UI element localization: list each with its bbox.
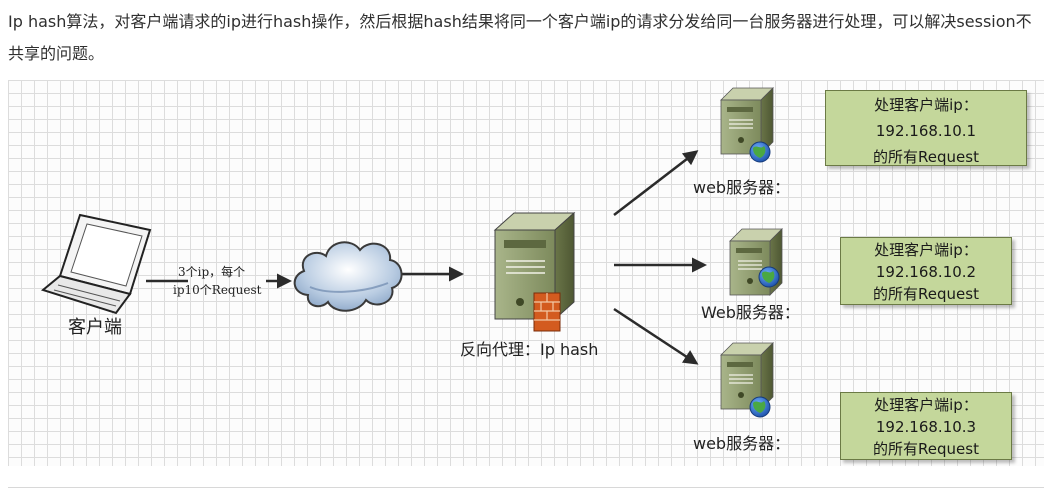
server-label-2: Web服务器：: [701, 303, 800, 322]
note-title: 处理客户端ip：: [874, 241, 978, 259]
request-label-line1: 3个ip，每个: [178, 265, 246, 279]
server-note-2: 处理客户端ip： 192.168.10.2 的所有Request: [840, 237, 1012, 305]
note-ip: 192.168.10.3: [875, 418, 977, 436]
server-label-1: web服务器：: [693, 178, 791, 197]
client-label: 客户端: [68, 317, 122, 338]
globe-icon: [749, 141, 771, 163]
note-title: 处理客户端ip：: [874, 396, 978, 414]
server-label-3: web服务器：: [693, 434, 791, 453]
cloud-icon: [293, 241, 403, 312]
note-title: 处理客户端ip：: [874, 96, 978, 114]
server-note-1: 处理客户端ip： 192.168.10.1 的所有Request: [825, 90, 1027, 166]
globe-icon: [758, 266, 780, 288]
laptop-icon: [40, 213, 152, 315]
firewall-icon: [533, 292, 561, 332]
intro-paragraph: Ip hash算法，对客户端请求的ip进行hash操作，然后根据hash结果将同…: [8, 12, 1032, 63]
proxy-label: 反向代理：Ip hash: [460, 340, 599, 359]
server-note-3: 处理客户端ip： 192.168.10.3 的所有Request: [840, 392, 1012, 460]
request-label-line2: ip10个Request: [173, 283, 262, 297]
note-ip: 192.168.10.2: [875, 263, 977, 281]
globe-icon: [749, 396, 771, 418]
note-desc: 的所有Request: [873, 285, 979, 303]
note-desc: 的所有Request: [873, 440, 979, 458]
diagram-canvas: [40, 87, 783, 418]
note-ip: 192.168.10.1: [875, 122, 977, 140]
ip-hash-diagram: 客户端 3个ip，每个 ip10个Request 反向代理：Ip hash we…: [8, 80, 1044, 466]
arrow-proxy-to-server-1: [613, 150, 699, 216]
bottom-divider: [8, 487, 1044, 488]
arrow-proxy-to-server-3: [613, 307, 699, 365]
note-desc: 的所有Request: [873, 148, 979, 166]
